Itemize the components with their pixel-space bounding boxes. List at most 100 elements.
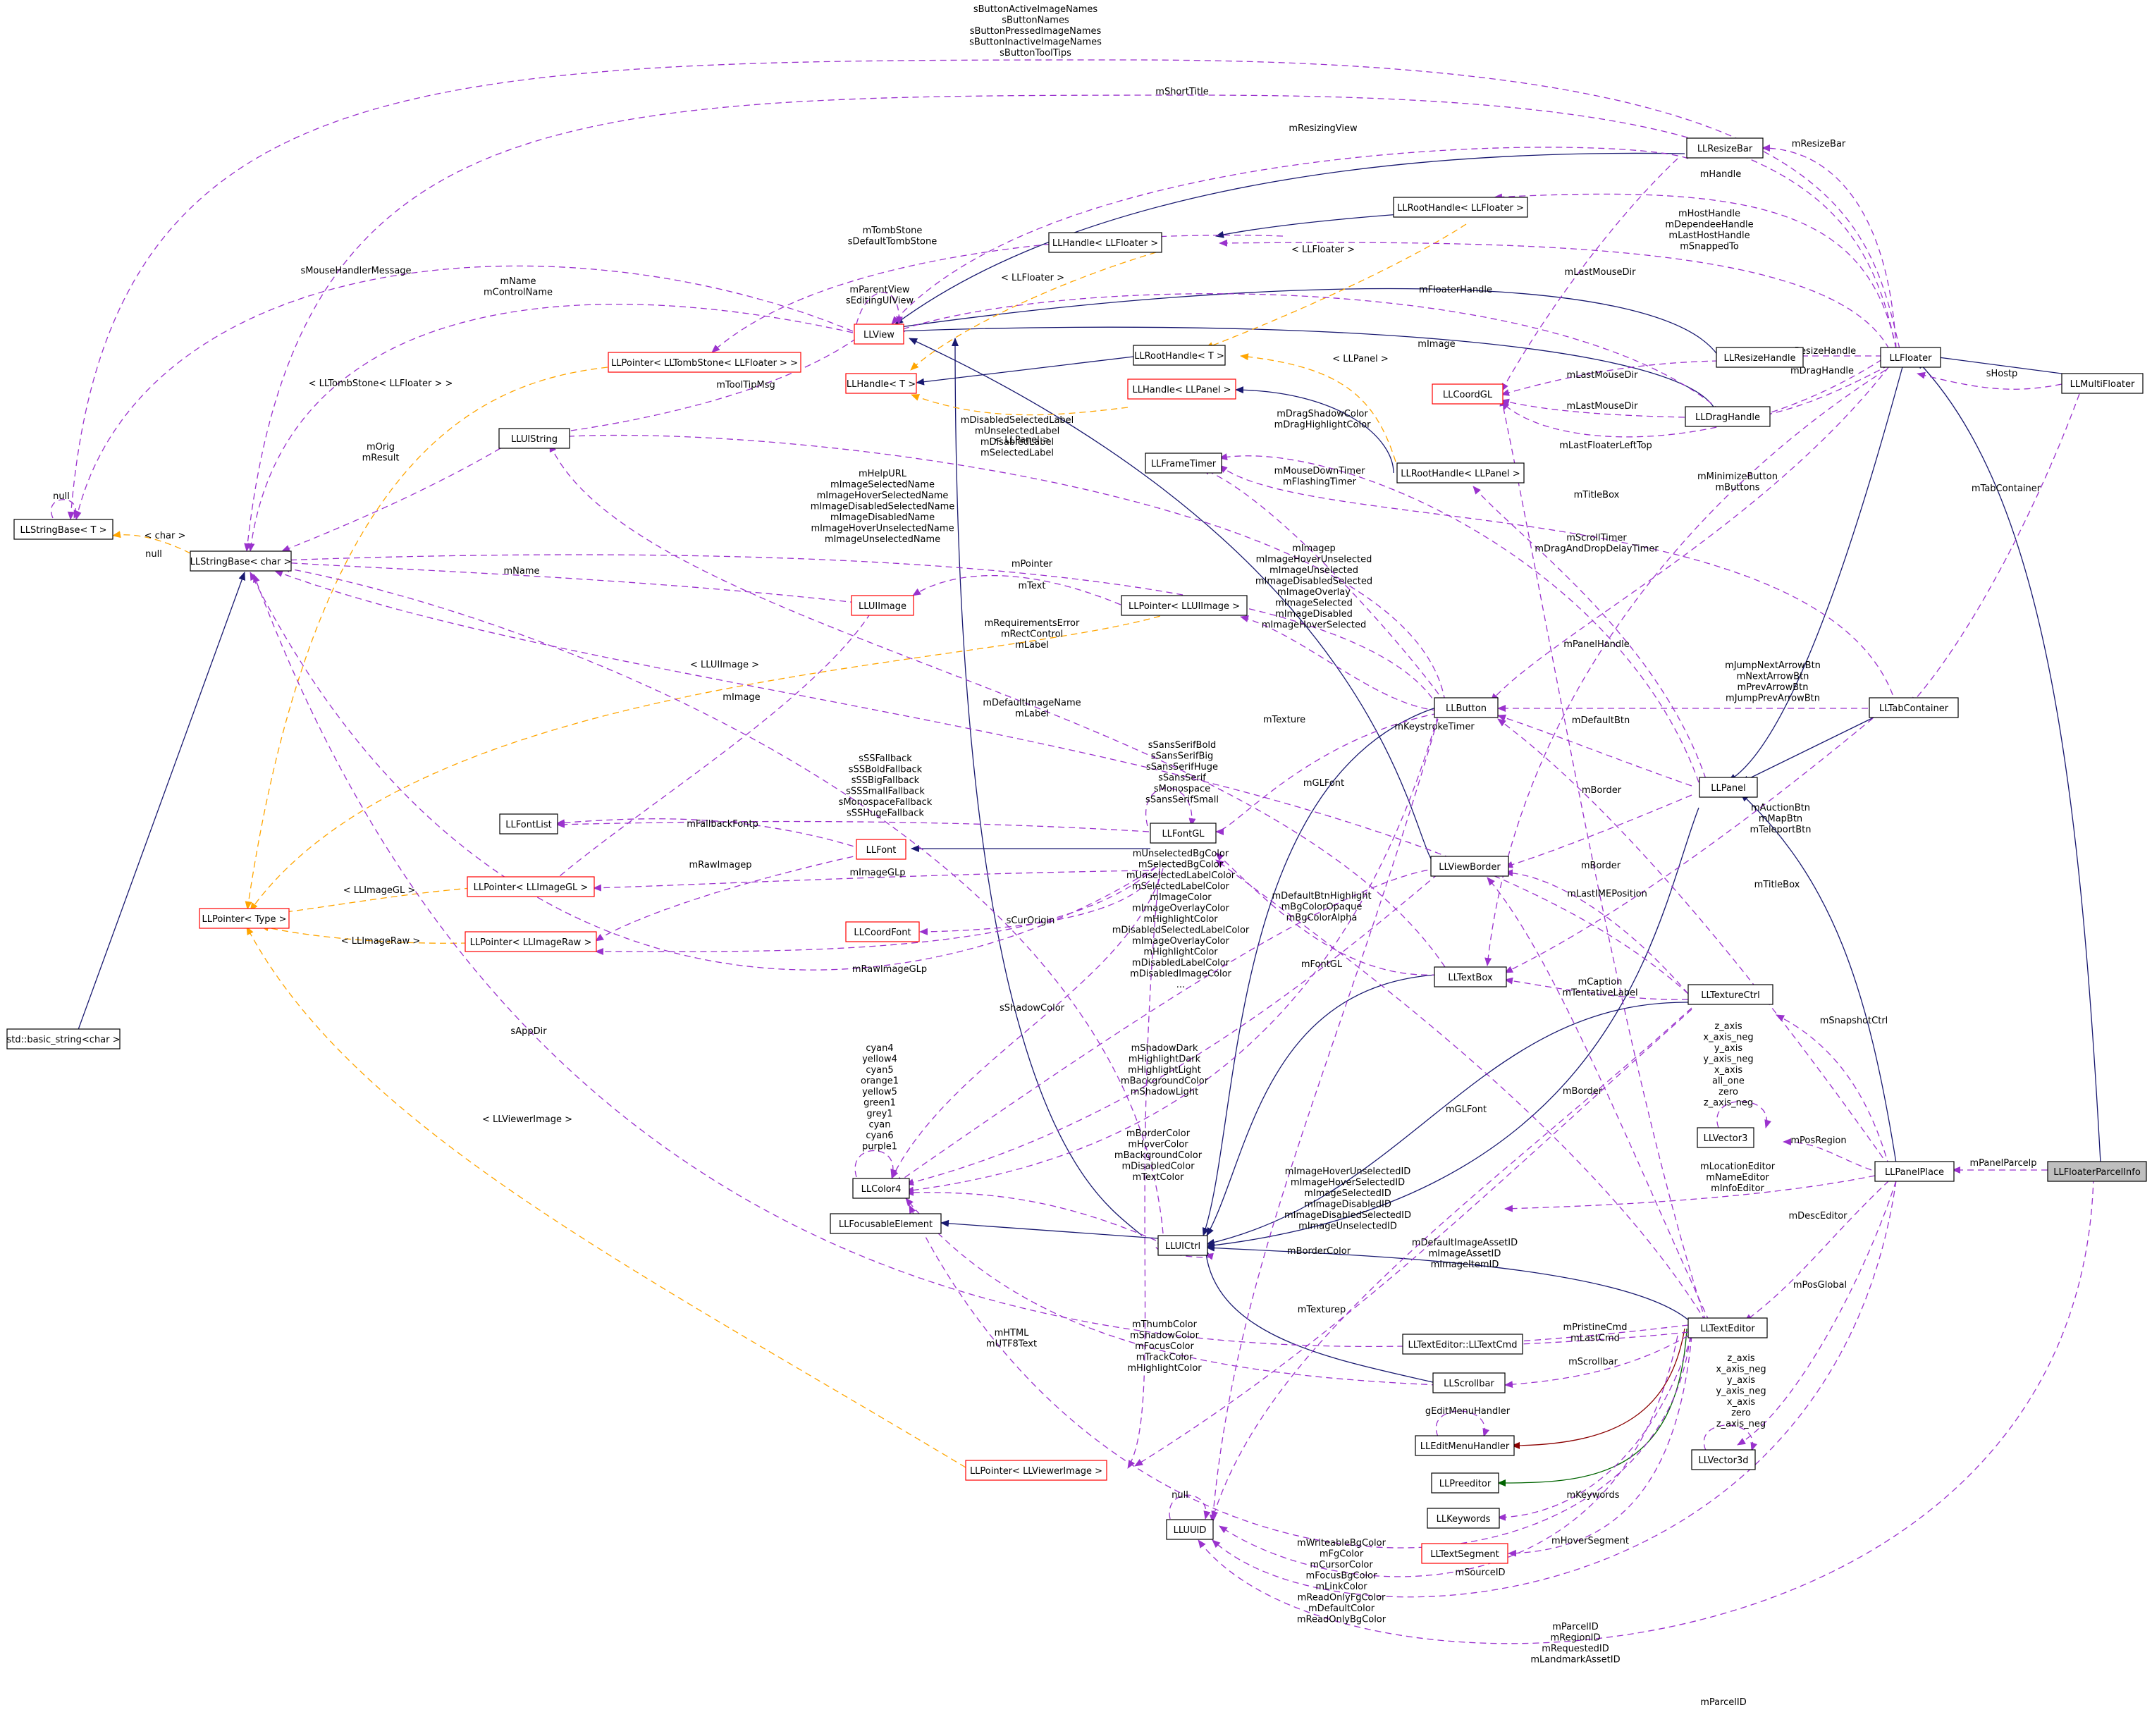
class-node-lltexteditor[interactable]: LLTextEditor bbox=[1687, 1317, 1768, 1338]
edge-label: mPosRegion bbox=[1790, 1135, 1846, 1146]
edge-label-line: sSSSmallFallback bbox=[846, 787, 925, 797]
class-node-box bbox=[845, 373, 917, 394]
class-node-basic-string[interactable]: std::basic_string<char > bbox=[6, 1028, 121, 1049]
class-node-llstringbase-t[interactable]: LLStringBase< T > bbox=[13, 519, 113, 540]
edge-label-line: < LLViewerImage > bbox=[482, 1114, 572, 1125]
edge-inherit-focusable-uictrl bbox=[940, 1219, 1159, 1239]
class-node-llpanel[interactable]: LLPanel bbox=[1699, 777, 1758, 798]
class-node-lluictrl[interactable]: LLUICtrl bbox=[1157, 1235, 1208, 1256]
class-node-llcoordfont[interactable]: LLCoordFont bbox=[845, 921, 920, 942]
class-node-llstringbase-char[interactable]: LLStringBase< char > bbox=[190, 550, 292, 572]
edge-label-line: mJumpNextArrowBtn bbox=[1725, 660, 1821, 671]
edge-label-line: z_axis_neg bbox=[1704, 1098, 1753, 1109]
class-node-llframetimer[interactable]: LLFrameTimer bbox=[1145, 453, 1222, 474]
edge-label-line: mButtons bbox=[1716, 483, 1760, 493]
class-node-lluuid[interactable]: LLUUID bbox=[1166, 1519, 1214, 1540]
edge-label-line: mImageUnselectedID bbox=[1298, 1221, 1397, 1232]
class-node-llfloaterparcelinfo[interactable]: LLFloaterParcelInfo bbox=[2047, 1161, 2147, 1182]
class-node-llhandle-llpanel[interactable]: LLHandle< LLPanel > bbox=[1127, 378, 1236, 400]
edge-label-line: mFallbackFontp bbox=[687, 819, 758, 830]
class-node-lluiimage[interactable]: LLUIImage bbox=[851, 595, 914, 616]
edge-label-line: mReadOnlyFgColor bbox=[1298, 1593, 1386, 1603]
class-node-lltabcontainer[interactable]: LLTabContainer bbox=[1869, 697, 1959, 718]
class-node-llhandle-t[interactable]: LLHandle< T > bbox=[845, 373, 917, 394]
edge-use-floater-handlefloater bbox=[1219, 239, 1890, 350]
class-node-llpanelplace[interactable]: LLPanelPlace bbox=[1874, 1161, 1955, 1182]
class-node-llpointer-llviewerimage[interactable]: LLPointer< LLViewerImage > bbox=[965, 1460, 1107, 1481]
class-node-box bbox=[1421, 1543, 1508, 1564]
edge-inherit-view-resizehandle bbox=[894, 288, 1718, 356]
class-node-llroothandle-t[interactable]: LLRootHandle< T > bbox=[1133, 345, 1226, 366]
class-node-lluistring[interactable]: LLUIString bbox=[498, 428, 570, 449]
class-node-llview[interactable]: LLView bbox=[854, 324, 904, 345]
edge-label-line: mFgColor bbox=[1320, 1549, 1364, 1560]
class-node-label: LLPanel bbox=[1711, 783, 1746, 794]
edge-label-line: mTextColor bbox=[1133, 1172, 1185, 1183]
edge-label-line: mResizeBar bbox=[1792, 139, 1846, 149]
class-node-llvector3[interactable]: LLVector3 bbox=[1697, 1127, 1754, 1148]
class-node-llpointer-type[interactable]: LLPointer< Type > bbox=[199, 908, 290, 929]
class-node-llfont[interactable]: LLFont bbox=[856, 839, 906, 860]
edge-use-panelplace-texteditor-desc bbox=[1744, 1180, 1890, 1322]
edge-label: mLastIMEPosition bbox=[1567, 889, 1647, 899]
edge-label-line: mDependeeHandle bbox=[1665, 220, 1753, 230]
class-node-llpointer-tombstone[interactable]: LLPointer< LLTombStone< LLFloater > > bbox=[608, 352, 801, 373]
class-node-label: LLPreeditor bbox=[1439, 1479, 1492, 1489]
class-node-llresizehandle[interactable]: LLResizeHandle bbox=[1716, 347, 1804, 368]
edge-label-line: mText bbox=[1019, 581, 1046, 591]
class-node-box bbox=[467, 876, 595, 897]
class-node-llcolor4[interactable]: LLColor4 bbox=[852, 1178, 910, 1199]
class-node-llvector3d[interactable]: LLVector3d bbox=[1691, 1449, 1756, 1470]
class-node-llpreeditor[interactable]: LLPreeditor bbox=[1431, 1472, 1499, 1494]
class-node-lltextsegment[interactable]: LLTextSegment bbox=[1421, 1543, 1508, 1564]
class-node-llfontgl[interactable]: LLFontGL bbox=[1150, 823, 1217, 844]
class-node-label: LLRootHandle< T > bbox=[1134, 351, 1224, 362]
class-node-llviewborder[interactable]: LLViewBorder bbox=[1430, 856, 1509, 877]
class-node-lltextbox[interactable]: LLTextBox bbox=[1434, 966, 1507, 987]
edge-label-line: mRegionID bbox=[1550, 1633, 1600, 1644]
class-node-llpointer-llimageraw[interactable]: LLPointer< LLImageRaw > bbox=[465, 931, 597, 952]
edge-label-line: mImageDisabledName bbox=[830, 512, 935, 523]
edge-label-line: mTexture bbox=[1263, 715, 1305, 725]
class-node-llroothandle-llfloater[interactable]: LLRootHandle< LLFloater > bbox=[1393, 197, 1528, 218]
class-node-llfontlist[interactable]: LLFontList bbox=[499, 813, 558, 835]
edge-label: mResizingView bbox=[1289, 123, 1358, 134]
class-node-llhandle-llfloater[interactable]: LLHandle< LLFloater > bbox=[1048, 232, 1162, 253]
edge-label-line: mImageDisabledSelectedName bbox=[811, 502, 955, 512]
edge-use-view-stringbase-name bbox=[247, 304, 854, 552]
edge-label-line: mPosGlobal bbox=[1793, 1280, 1847, 1291]
class-node-lltexturectrl[interactable]: LLTextureCtrl bbox=[1687, 984, 1773, 1005]
edge-label-line: < LLImageRaw > bbox=[341, 936, 421, 947]
class-node-lldraghandle[interactable]: LLDragHandle bbox=[1685, 406, 1771, 427]
edge-use-texteditor-color4 bbox=[909, 1205, 1691, 1549]
class-node-box bbox=[1716, 347, 1804, 368]
edge-inherit-panel-panelplace bbox=[1740, 793, 1897, 1164]
class-node-llkeywords[interactable]: LLKeywords bbox=[1427, 1508, 1500, 1529]
class-node-llscrollbar[interactable]: LLScrollbar bbox=[1432, 1372, 1506, 1393]
class-node-llbutton[interactable]: LLButton bbox=[1434, 697, 1499, 718]
class-node-label: LLCoordFont bbox=[854, 928, 911, 938]
class-node-llresizebar[interactable]: LLResizeBar bbox=[1686, 137, 1764, 159]
class-node-llroothandle-llpanel[interactable]: LLRootHandle< LLPanel > bbox=[1396, 462, 1525, 484]
class-node-box bbox=[854, 324, 904, 345]
class-node-llpointer-llimagegl[interactable]: LLPointer< LLImageGL > bbox=[467, 876, 595, 897]
edge-label-line: < LLUIImage > bbox=[690, 660, 759, 670]
class-node-lltexteditor-lltextcmd[interactable]: LLTextEditor::LLTextCmd bbox=[1402, 1334, 1523, 1355]
class-node-lleditmenuhandler[interactable]: LLEditMenuHandler bbox=[1415, 1435, 1515, 1456]
class-node-llfloater[interactable]: LLFloater bbox=[1880, 347, 1941, 368]
edge-label-line: mImageDisabledSelectedID bbox=[1284, 1210, 1411, 1221]
edge-label-line: mName bbox=[500, 276, 536, 287]
class-node-llmultifloater[interactable]: LLMultiFloater bbox=[2061, 373, 2144, 394]
class-node-llpointer-lluiimage[interactable]: LLPointer< LLUIImage > bbox=[1121, 595, 1248, 616]
class-node-llfocusableelement[interactable]: LLFocusableElement bbox=[830, 1213, 942, 1234]
edge-label: mImageGLp bbox=[850, 868, 906, 878]
class-node-llcoordgl[interactable]: LLCoordGL bbox=[1432, 383, 1504, 405]
edge-use-texteditor-scrollbar bbox=[1504, 1335, 1689, 1389]
edge-use-floater-stringbase-shorttitle bbox=[244, 94, 1897, 552]
